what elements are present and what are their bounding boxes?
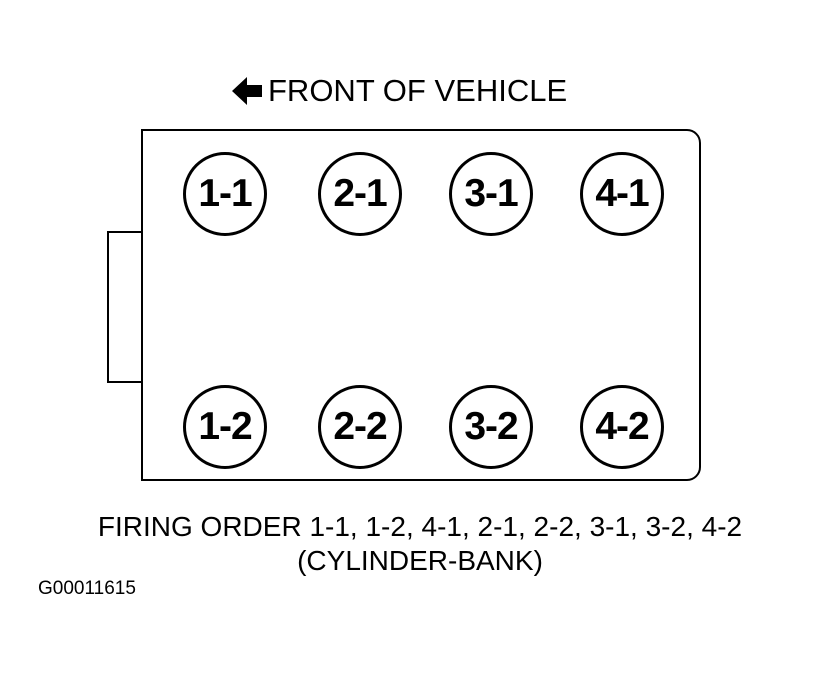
cylinder-2-1: 2-1 — [318, 152, 402, 236]
front-label-text: FRONT OF VEHICLE — [268, 73, 568, 108]
left-arrow-icon — [232, 77, 262, 105]
cylinder-4-1: 4-1 — [580, 152, 664, 236]
firing-order-caption: FIRING ORDER 1-1, 1-2, 4-1, 2-1, 2-2, 3-… — [0, 510, 840, 578]
figure-id: G00011615 — [38, 578, 136, 599]
firing-order-text: FIRING ORDER 1-1, 1-2, 4-1, 2-1, 2-2, 3-… — [97, 511, 743, 542]
cylinder-3-2: 3-2 — [449, 385, 533, 469]
cylinder-1-1: 1-1 — [183, 152, 267, 236]
cylinder-2-2: 2-2 — [318, 385, 402, 469]
engine-block-tab — [107, 231, 143, 383]
cylinder-3-1: 3-1 — [449, 152, 533, 236]
cylinder-4-2: 4-2 — [580, 385, 664, 469]
cylinder-1-2: 1-2 — [183, 385, 267, 469]
front-of-vehicle-label: FRONT OF VEHICLE — [232, 73, 568, 108]
cylinder-bank-note: (CYLINDER-BANK) — [297, 545, 543, 576]
